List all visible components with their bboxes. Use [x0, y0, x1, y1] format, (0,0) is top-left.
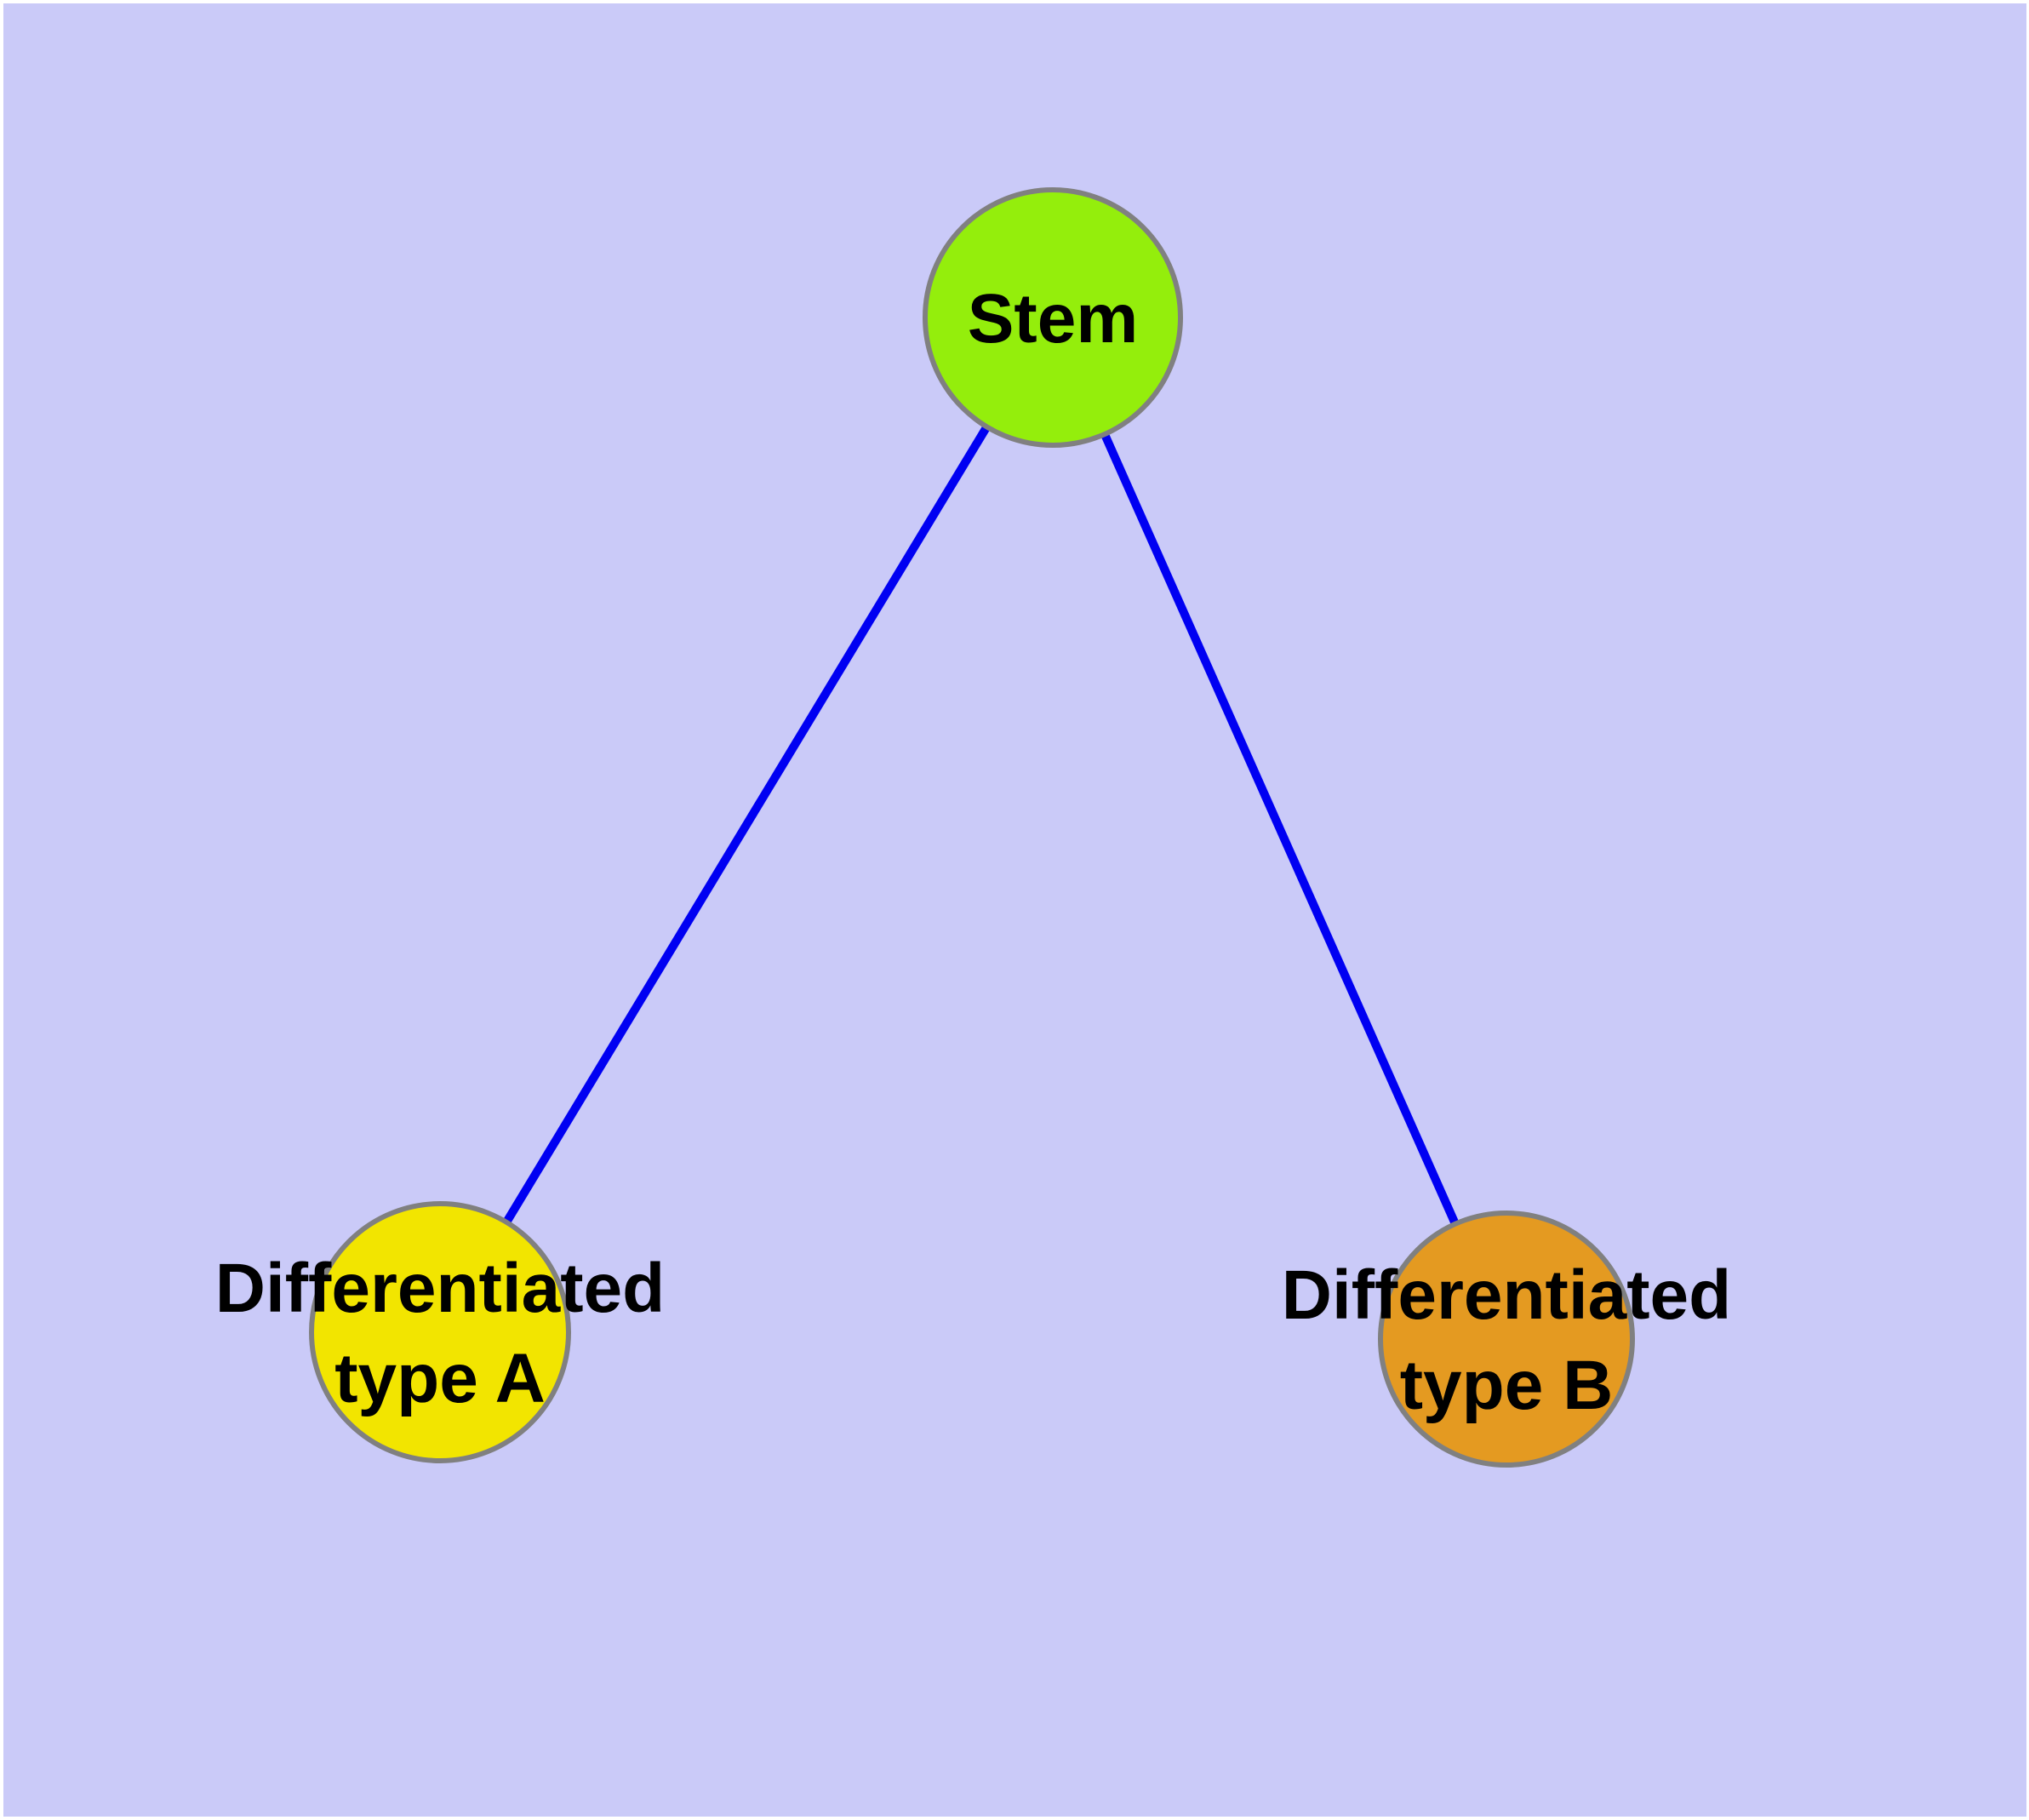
edge-stem-to-differentiated-type-b [1049, 315, 1511, 1342]
node-label-line: type A [334, 1340, 546, 1417]
node-label-stem: Stem [968, 280, 1139, 358]
node-label-line: Differentiated [1282, 1256, 1732, 1334]
edge-stem-to-differentiated-type-a [436, 315, 1057, 1335]
nodes-layer [309, 187, 1635, 1468]
node-label-line: Stem [968, 280, 1139, 358]
node-stem [923, 187, 1183, 448]
node-label-differentiated-type-b: Differentiated type B [1282, 1256, 1732, 1424]
node-label-line: Differentiated [215, 1250, 666, 1327]
node-differentiated-type-a [309, 1201, 571, 1463]
edges-layer [436, 315, 1511, 1342]
node-differentiated-type-b [1378, 1210, 1635, 1468]
node-label-line: type B [1400, 1347, 1614, 1424]
node-label-differentiated-type-a: Differentiated type A [215, 1250, 666, 1417]
